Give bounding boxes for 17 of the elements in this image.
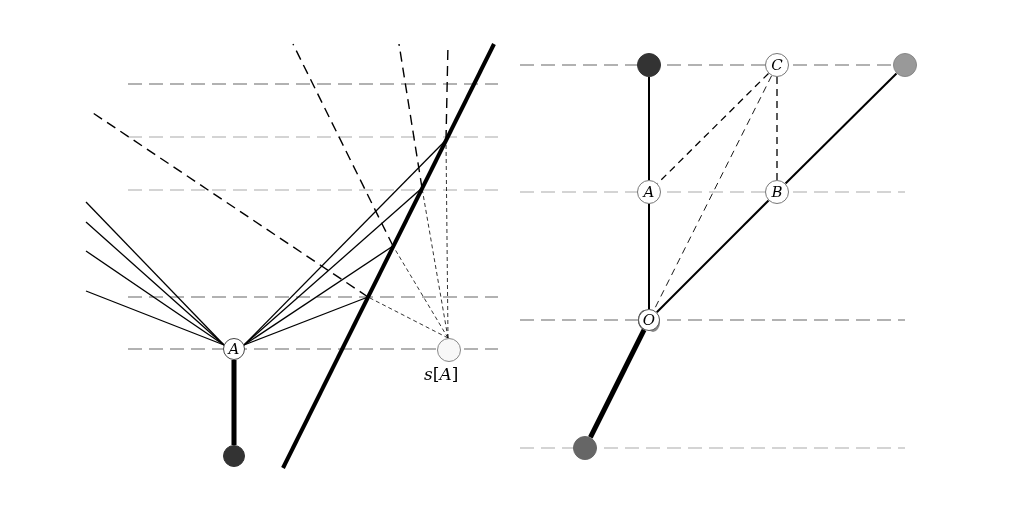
point-circle <box>637 53 661 77</box>
line-segment <box>784 72 898 185</box>
point-circle <box>573 436 597 460</box>
line-segment <box>588 328 647 439</box>
point-label: s[A] <box>424 364 459 384</box>
labeled-point: A <box>223 338 245 360</box>
line-segment <box>655 199 770 314</box>
line-segment <box>648 203 650 310</box>
line-segment <box>231 360 237 445</box>
dashed-line <box>776 76 778 181</box>
labeled-point: B <box>765 180 789 204</box>
point-circle <box>893 53 917 77</box>
line-segment <box>648 76 650 181</box>
labeled-point: C <box>765 53 789 77</box>
point-circle <box>223 445 245 467</box>
labeled-point: A <box>637 180 661 204</box>
labeled-point: O <box>638 309 660 331</box>
